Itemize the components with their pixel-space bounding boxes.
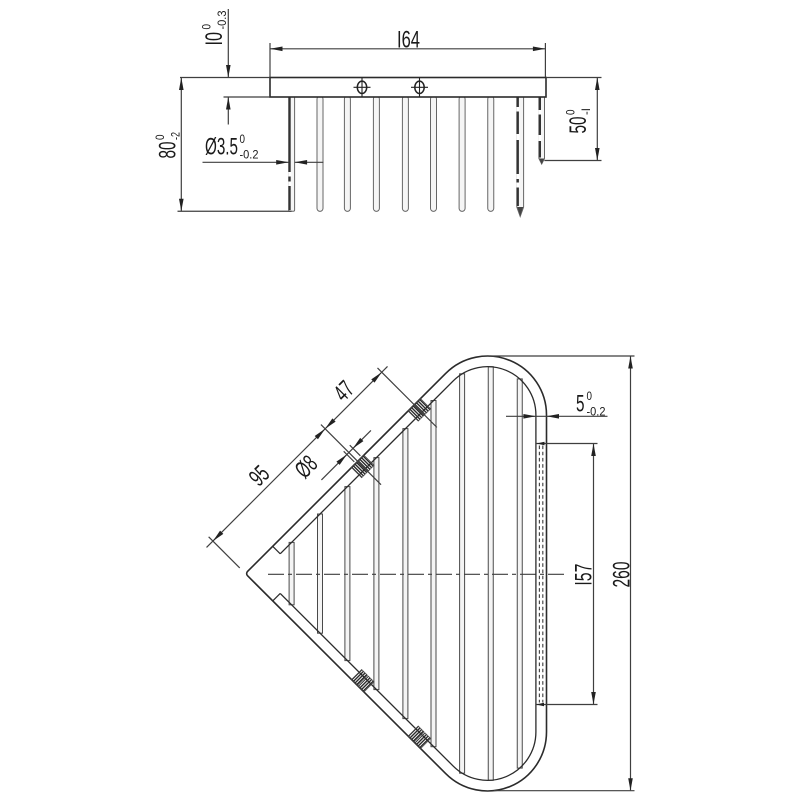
- svg-text:-I: -I: [579, 108, 593, 115]
- svg-text:0: 0: [153, 134, 167, 140]
- svg-text:5: 5: [576, 391, 585, 418]
- svg-text:0: 0: [240, 132, 246, 146]
- svg-text:80: 80: [155, 142, 182, 159]
- svg-text:260: 260: [609, 562, 636, 588]
- svg-text:0: 0: [564, 109, 578, 115]
- svg-text:-0.2: -0.2: [587, 405, 606, 419]
- svg-text:-0.2: -0.2: [240, 148, 259, 162]
- svg-text:0: 0: [200, 24, 214, 30]
- svg-text:I0: I0: [201, 32, 228, 46]
- svg-text:I57: I57: [571, 564, 598, 586]
- svg-text:0: 0: [587, 389, 593, 403]
- svg-text:50: 50: [565, 117, 592, 134]
- svg-text:-0.3: -0.3: [215, 10, 229, 29]
- svg-text:-2: -2: [169, 132, 183, 140]
- svg-text:Ø3.5: Ø3.5: [205, 134, 238, 161]
- svg-text:I64: I64: [397, 27, 420, 54]
